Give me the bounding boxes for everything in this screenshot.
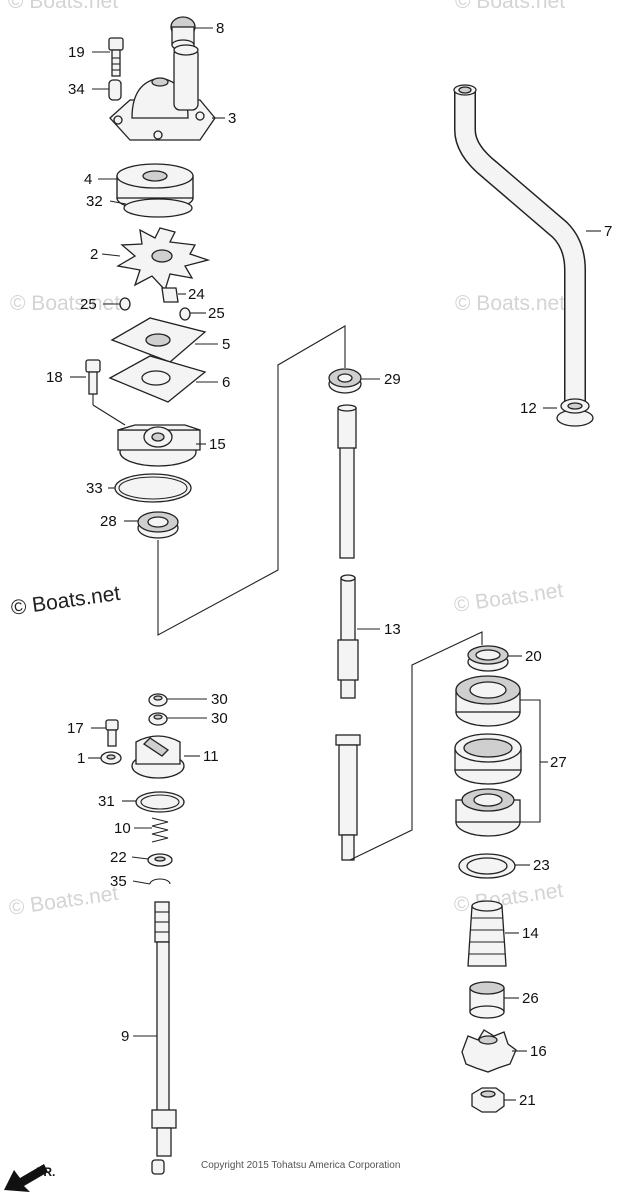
callout-2: 2 — [90, 246, 98, 263]
callout-33: 33 — [86, 480, 103, 497]
part-bearing-20 — [467, 645, 509, 672]
part-shaft-upper — [337, 404, 357, 559]
part-pin-25a — [119, 297, 131, 311]
callout-31: 31 — [98, 793, 115, 810]
part-grommet-8 — [170, 16, 196, 51]
part-boot-14 — [467, 900, 507, 967]
part-shim-23 — [458, 853, 516, 879]
callout-12: 12 — [520, 400, 537, 417]
callout-35: 35 — [110, 873, 127, 890]
part-washer-30b — [148, 712, 168, 726]
callout-14: 14 — [522, 925, 539, 942]
callout-9: 9 — [121, 1028, 129, 1045]
watermark-mid-left: © Boats.net — [10, 292, 120, 315]
part-nut-21 — [471, 1087, 505, 1113]
part-bolt-17 — [105, 719, 119, 747]
callout-11: 11 — [203, 748, 219, 765]
callout-25b: 25 — [208, 305, 225, 322]
watermark-top-right: © Boats.net — [455, 0, 565, 13]
part-o-ring-33 — [114, 473, 192, 503]
watermark-main: © Boats.net — [9, 582, 121, 620]
callout-15: 15 — [209, 436, 226, 453]
part-gasket-6 — [108, 355, 207, 403]
part-pinion-gear-16 — [461, 1029, 517, 1073]
watermark-mid-right: © Boats.net — [455, 292, 565, 315]
watermark-bottom-right: © Boats.net — [452, 879, 564, 917]
callout-10: 10 — [114, 820, 131, 837]
part-drive-shaft-13 — [335, 574, 361, 861]
callout-26: 26 — [522, 990, 539, 1007]
callout-21: 21 — [519, 1092, 536, 1109]
copyright-text: Copyright 2015 Tohatsu America Corporati… — [201, 1160, 400, 1171]
callout-6: 6 — [222, 374, 230, 391]
part-plate-5 — [110, 317, 207, 363]
callout-13: 13 — [384, 621, 401, 638]
callout-17: 17 — [67, 720, 84, 737]
part-grommet-12 — [556, 398, 594, 427]
part-dowel-34 — [108, 79, 122, 101]
callout-20: 20 — [525, 648, 542, 665]
part-washer-1 — [100, 751, 122, 765]
callout-8: 8 — [216, 20, 224, 37]
callout-3: 3 — [228, 110, 236, 127]
callout-1: 1 — [77, 750, 85, 767]
part-pump-housing-3 — [109, 44, 216, 141]
part-bearing-26 — [469, 981, 505, 1019]
callout-24: 24 — [188, 286, 205, 303]
watermark-right-mid: © Boats.net — [452, 579, 564, 617]
part-spring-10 — [151, 817, 169, 843]
callout-32: 32 — [86, 193, 103, 210]
part-shift-rod-9 — [151, 901, 177, 1175]
part-bolt-19 — [108, 37, 124, 77]
callout-16: 16 — [530, 1043, 547, 1060]
part-seal-29 — [328, 368, 362, 394]
direction-label: FR. — [36, 1165, 55, 1179]
part-impeller-2 — [116, 227, 211, 292]
callout-4: 4 — [84, 171, 92, 188]
part-washer-30a — [148, 693, 168, 707]
part-gasket-32 — [123, 198, 193, 218]
part-pin-25b — [179, 307, 191, 321]
callout-18: 18 — [46, 369, 63, 386]
callout-30b: 30 — [211, 710, 228, 727]
part-o-ring-31 — [135, 791, 185, 813]
callout-23: 23 — [533, 857, 550, 874]
callout-29: 29 — [384, 371, 401, 388]
callout-22: 22 — [110, 849, 127, 866]
assembly-line-lower — [349, 631, 483, 861]
callout-7: 7 — [604, 223, 612, 240]
part-washer-22 — [147, 853, 173, 867]
callout-25a: 25 — [80, 296, 97, 313]
part-seal-28 — [137, 511, 179, 539]
part-clip-35 — [149, 878, 171, 885]
part-hose-7 — [453, 84, 586, 405]
callout-27: 27 — [550, 754, 567, 771]
callout-28: 28 — [100, 513, 117, 530]
watermark-top-left: © Boats.net — [8, 0, 118, 13]
part-cartridge-15 — [117, 424, 201, 467]
callout-30a: 30 — [211, 691, 228, 708]
callout-19: 19 — [68, 44, 85, 61]
watermark-bottom-left: © Boats.net — [7, 882, 119, 920]
assembly-line-upper — [157, 325, 346, 636]
callout-34: 34 — [68, 81, 85, 98]
part-bearing-set-27 — [454, 675, 548, 837]
direction-arrow-fr: FR. — [4, 1164, 55, 1192]
part-bolt-18 — [85, 359, 126, 426]
part-key-24 — [161, 287, 179, 303]
callout-5: 5 — [222, 336, 230, 353]
part-shift-cam-11 — [131, 735, 185, 779]
